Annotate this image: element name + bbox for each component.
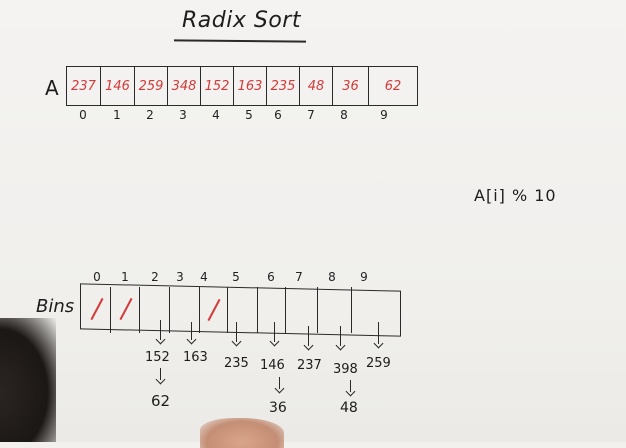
bin-3-value: 163 <box>183 350 208 365</box>
empty-bin-mark <box>207 298 221 322</box>
bin-8-value: 48 <box>340 400 358 416</box>
arrow-icon <box>279 377 280 389</box>
array-cell: 163 <box>234 67 267 105</box>
array-value: 259 <box>138 78 164 94</box>
array-index: 1 <box>113 108 121 122</box>
array-cell: 348 <box>168 67 201 105</box>
bin <box>200 287 228 333</box>
array-cell: 235 <box>267 67 300 105</box>
array-index: 8 <box>340 108 348 122</box>
bin-2-value: 152 <box>145 350 170 365</box>
bin <box>170 287 200 333</box>
bin-7-value: 237 <box>297 358 322 373</box>
empty-bin-mark <box>90 297 104 321</box>
array-value: 146 <box>105 78 130 94</box>
array-index: 6 <box>274 108 282 122</box>
bin-index: 8 <box>328 270 336 284</box>
array-cell: 146 <box>101 67 135 105</box>
bin-6-value: 146 <box>260 358 285 373</box>
array-cell: 152 <box>201 67 234 105</box>
bin <box>258 287 286 333</box>
formula: A[i] % 10 <box>474 186 557 205</box>
arrow-icon <box>191 322 192 340</box>
array-value: 48 <box>307 78 325 94</box>
presenter-hand <box>200 418 284 448</box>
array-cell: 259 <box>135 67 168 105</box>
bin-index: 4 <box>200 270 208 284</box>
bins-box <box>80 283 401 337</box>
presenter-shoulder <box>0 318 56 442</box>
bin <box>111 287 140 333</box>
array-value: 152 <box>204 78 230 94</box>
bin-6-value: 36 <box>269 400 287 416</box>
bin-8-value: 398 <box>333 362 358 377</box>
bin-index: 9 <box>360 270 368 284</box>
bin-5-value: 235 <box>224 356 249 371</box>
array-value: 348 <box>171 78 197 94</box>
bin <box>80 287 111 333</box>
array-value: 36 <box>342 78 359 94</box>
bin-index: 1 <box>121 270 129 284</box>
array-index: 2 <box>146 108 154 122</box>
array-value: 62 <box>384 78 402 94</box>
array-cell: 62 <box>369 67 417 105</box>
bin-index: 2 <box>151 270 159 284</box>
array-value: 235 <box>270 78 296 94</box>
array-index: 4 <box>212 108 220 122</box>
array-value: 163 <box>237 78 263 94</box>
bin-index: 7 <box>295 270 303 284</box>
bin-index: 6 <box>267 270 275 284</box>
arrow-icon <box>236 322 237 342</box>
arrow-icon <box>378 322 379 344</box>
arrow-icon <box>274 322 275 342</box>
bin-index: 0 <box>93 270 101 284</box>
array-index: 7 <box>307 108 315 122</box>
array-cell: 237 <box>67 67 101 105</box>
bin-index: 3 <box>176 270 184 284</box>
array-cell: 36 <box>333 67 369 105</box>
array-label: A <box>45 76 59 100</box>
bin-index: 5 <box>232 270 240 284</box>
bin-2-value: 62 <box>151 392 171 410</box>
arrow-icon <box>340 326 341 346</box>
bin <box>352 287 401 333</box>
array-box: 237 146 259 348 152 163 235 48 36 62 <box>66 66 418 106</box>
bin-9-value: 259 <box>366 356 391 371</box>
array-index: 9 <box>380 108 388 122</box>
arrow-icon <box>308 326 309 346</box>
bin <box>318 287 352 333</box>
bin <box>286 287 318 333</box>
empty-bin-mark <box>119 297 133 321</box>
array-index: 0 <box>79 108 87 122</box>
array-index: 3 <box>179 108 187 122</box>
arrow-icon <box>350 380 351 392</box>
bin <box>140 287 170 333</box>
array-cell: 48 <box>300 67 333 105</box>
arrow-icon <box>160 368 161 380</box>
bin <box>228 287 258 333</box>
page-title: Radix Sort <box>182 8 301 33</box>
array-index: 5 <box>245 108 253 122</box>
bins-label: Bins <box>36 296 75 317</box>
array-value: 237 <box>71 78 96 94</box>
arrow-icon <box>160 320 161 340</box>
